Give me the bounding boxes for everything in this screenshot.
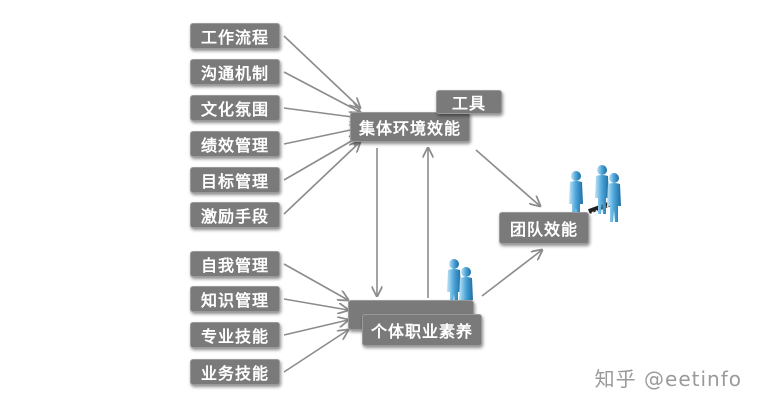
individual-quality-box: 个体职业素养 bbox=[362, 314, 482, 346]
factor-workflow: 工作流程 bbox=[190, 23, 280, 49]
watermark: 知乎 @eetinfo bbox=[594, 367, 742, 391]
factor-goals: 目标管理 bbox=[190, 167, 280, 193]
factor-knowledge-management: 知识管理 bbox=[190, 286, 280, 312]
factor-culture: 文化氛围 bbox=[190, 95, 280, 121]
factor-incentives: 激励手段 bbox=[190, 202, 280, 228]
factor-performance: 绩效管理 bbox=[190, 131, 280, 157]
factor-business-skills: 业务技能 bbox=[190, 359, 280, 385]
factor-self-management: 自我管理 bbox=[190, 251, 280, 277]
collective-efficacy-box: 集体环境效能 bbox=[350, 112, 470, 142]
tool-box: 工具 bbox=[436, 90, 502, 114]
arrows-to-collective bbox=[283, 35, 360, 215]
factor-communication: 沟通机制 bbox=[190, 59, 280, 85]
person-group-icon bbox=[569, 165, 621, 222]
arrows-to-team bbox=[475, 149, 542, 297]
team-efficacy-box: 团队效能 bbox=[499, 212, 589, 244]
arrows-to-individual bbox=[283, 263, 348, 373]
factor-professional-skills: 专业技能 bbox=[190, 322, 280, 348]
arrows-between bbox=[377, 148, 428, 298]
